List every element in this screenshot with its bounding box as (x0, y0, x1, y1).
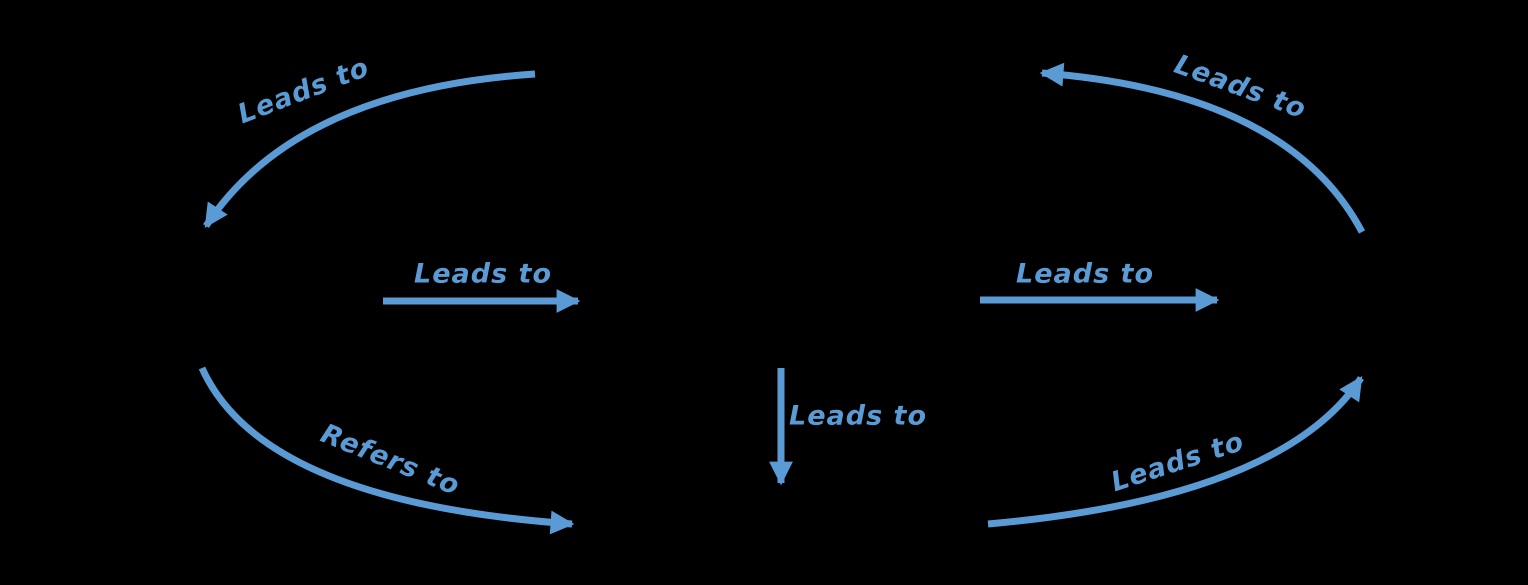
edge-label-bottom-right: Leads to (1107, 426, 1248, 498)
curved-arrow-top-left (203, 70, 536, 228)
edge-label-center-down: Leads to (789, 401, 927, 432)
curved-arrow-bottom-right (987, 376, 1364, 528)
curved-arrow-top-right (1039, 62, 1366, 234)
curved-arrow-bottom-left (198, 366, 575, 535)
edge-label-bottom-left: Refers to (316, 418, 464, 502)
edge-label-middle-right: Leads to (1016, 259, 1154, 290)
edge-label-middle-left: Leads to (414, 259, 552, 290)
edge-label-top-left: Leads to (234, 52, 374, 130)
edge-label-top-right: Leads to (1170, 49, 1310, 125)
